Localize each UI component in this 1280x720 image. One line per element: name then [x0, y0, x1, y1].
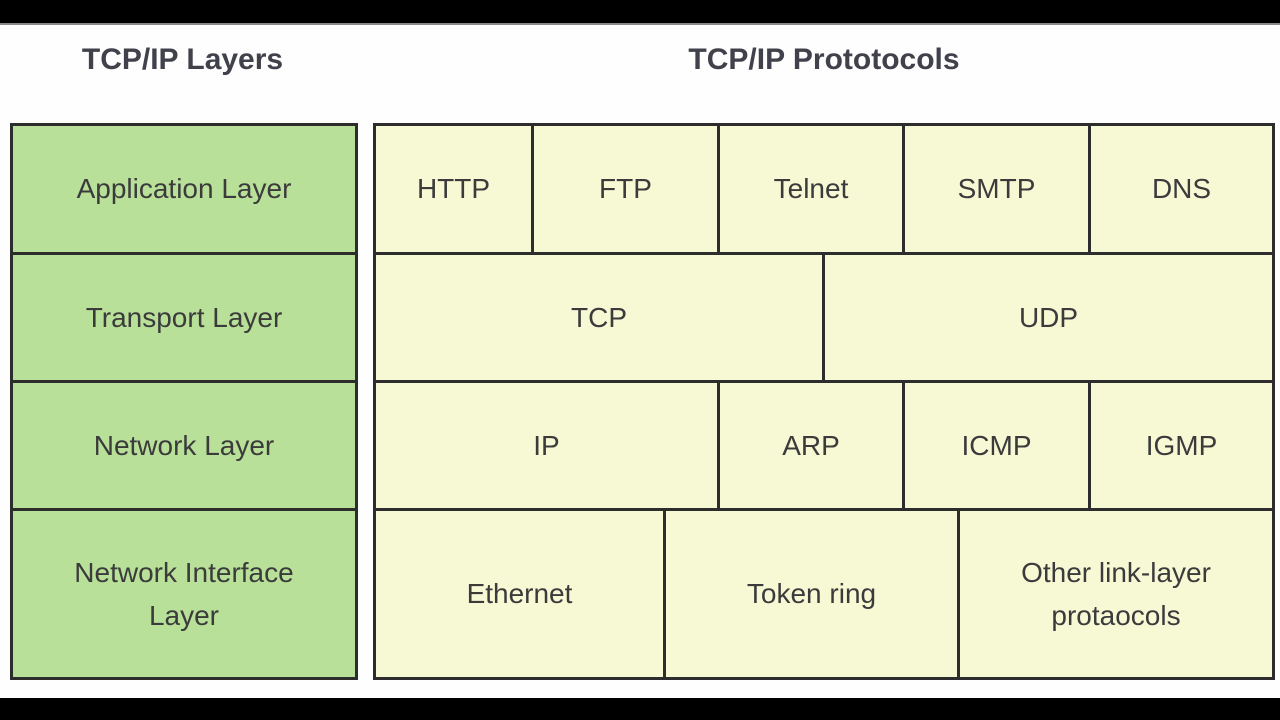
letterbox-bottom-bar	[0, 698, 1280, 720]
layer-cell-network: Network Layer	[10, 380, 358, 511]
protocol-cell-igmp: IGMP	[1088, 380, 1275, 511]
layers-column-title: TCP/IP Layers	[81, 43, 284, 76]
protocol-cell-ethernet: Ethernet	[373, 508, 666, 680]
protocol-cell-other-link-layer: Other link-layer protaocols	[957, 508, 1275, 680]
protocol-cell-ftp: FTP	[531, 123, 720, 255]
protocol-cell-tcp: TCP	[373, 252, 825, 383]
protocol-cell-arp: ARP	[717, 380, 905, 511]
protocols-grid-title: TCP/IP Prototocols	[688, 43, 960, 76]
protocol-cell-ip: IP	[373, 380, 720, 511]
layer-cell-transport: Transport Layer	[10, 252, 358, 383]
letterbox-top-bar	[0, 0, 1280, 25]
protocol-cell-icmp: ICMP	[902, 380, 1091, 511]
protocol-cell-dns: DNS	[1088, 123, 1275, 255]
protocol-cell-smtp: SMTP	[902, 123, 1091, 255]
layer-cell-network-interface: Network Interface Layer	[10, 508, 358, 680]
protocol-cell-udp: UDP	[822, 252, 1275, 383]
protocol-cell-telnet: Telnet	[717, 123, 905, 255]
layer-cell-application: Application Layer	[10, 123, 358, 255]
protocol-cell-token-ring: Token ring	[663, 508, 960, 680]
protocol-cell-http: HTTP	[373, 123, 534, 255]
